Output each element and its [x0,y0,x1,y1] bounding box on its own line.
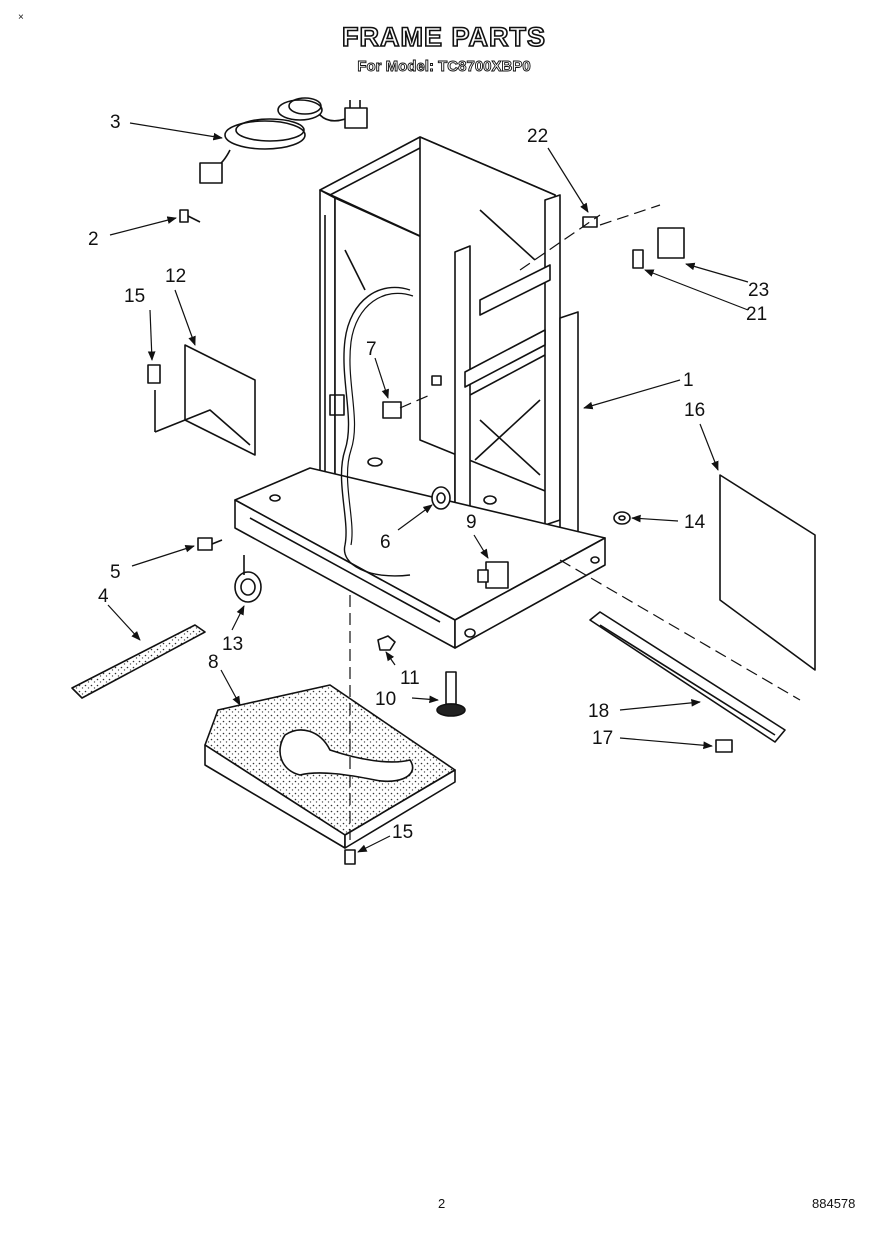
nut-part-11 [377,635,396,651]
page-title: FRAME PARTS [341,21,546,53]
washer-part-14 [613,511,631,525]
clamp-part-13 [234,555,262,603]
callout-11: 11 [400,668,420,689]
panel-part-16 [719,474,816,671]
corner-mark: × [18,12,24,23]
callout-16: 16 [684,400,705,421]
page-number: 2 [438,1196,446,1211]
callout-15b: 15 [392,822,413,843]
callout-8: 8 [208,652,219,673]
foot-part-10 [436,671,466,717]
screw-part-15b [344,849,356,865]
screw-part-2 [179,209,201,223]
callout-21: 21 [746,304,767,325]
screw-part-22 [582,216,598,228]
screw-part-15a [147,364,161,384]
base-pan-part-8 [204,684,456,849]
callout-4: 4 [98,586,109,607]
callout-2: 2 [88,229,99,250]
callout-23: 23 [748,280,769,301]
callout-7: 7 [366,339,377,360]
power-cord-part [199,97,368,184]
callout-13: 13 [222,634,243,655]
clip-part-7 [382,401,402,419]
switch-part-23 [632,227,685,269]
callout-6: 6 [380,532,391,553]
foam-strip-part-4 [71,624,206,699]
callout-1: 1 [683,370,694,391]
callout-12: 12 [165,266,186,287]
callout-14: 14 [684,512,706,533]
model-subtitle: For Model: TC8700XBP0 [357,58,531,76]
callout-9: 9 [466,512,477,533]
switch-part-9 [477,561,509,589]
screw-part-17 [715,739,733,753]
callout-5: 5 [110,562,121,583]
grommet-part-6 [431,486,451,510]
callout-17: 17 [592,728,613,749]
callout-3: 3 [110,112,121,133]
callout-18: 18 [588,701,609,722]
main-frame-part [234,136,741,649]
screw-part-5 [197,537,223,551]
callout-22: 22 [527,126,548,147]
callout-10: 10 [375,689,396,710]
callout-15a: 15 [124,286,145,307]
document-number: 884578 [812,1196,856,1211]
rail-part-18 [589,611,786,743]
bracket-part-12 [154,344,256,456]
